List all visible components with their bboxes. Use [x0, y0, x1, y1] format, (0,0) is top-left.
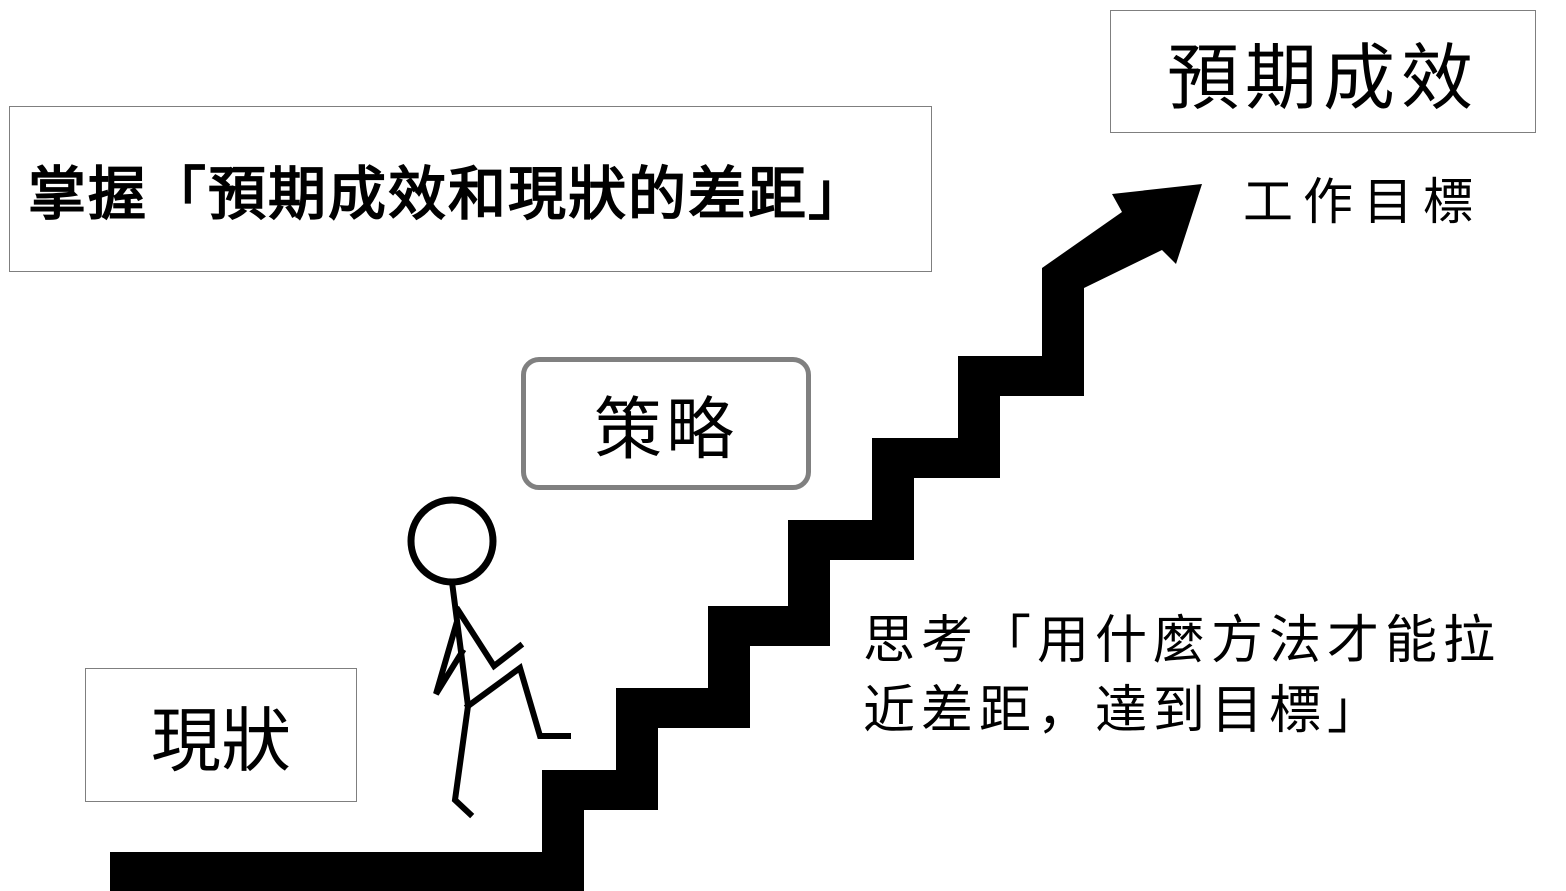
- stick-figure-leg: [463, 663, 571, 739]
- stick-figure-back-arm: [433, 621, 467, 696]
- think-text-line-1: 思考「用什麼方法才能拉: [863, 611, 1502, 671]
- goal-box: 預期成效: [1110, 10, 1536, 133]
- stick-figure-front-arm: [453, 605, 525, 671]
- goal-label: 預期成效: [1166, 36, 1479, 120]
- gap-label: 掌握「預期成效和現狀的差距」: [28, 160, 869, 228]
- work-goal-label: 工作目標: [1243, 173, 1483, 231]
- stick-figure-icon: [407, 496, 571, 819]
- strategy-box: 策略: [521, 357, 811, 490]
- stick-figure-body: [448, 578, 475, 819]
- gap-box: 掌握「預期成效和現狀的差距」: [9, 106, 932, 272]
- think-text: 思考「用什麼方法才能拉 近差距，達到目標」: [863, 606, 1501, 746]
- stick-figure-head: [407, 496, 497, 586]
- strategy-label: 策略: [593, 391, 738, 470]
- status-box: 現狀: [85, 668, 357, 802]
- think-text-line-2: 近差距，達到目標」: [863, 681, 1386, 741]
- status-label: 現狀: [151, 699, 291, 782]
- staircase-arrow-icon: [110, 184, 1202, 891]
